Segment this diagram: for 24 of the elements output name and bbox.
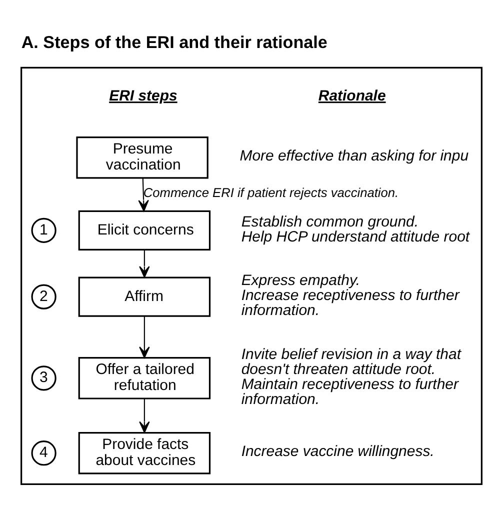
arrow <box>139 249 150 278</box>
diagram-title: A. Steps of the ERI and their rationale <box>21 32 328 52</box>
label: Rationale <box>318 87 386 104</box>
node-label: Establish common ground. <box>241 212 419 230</box>
node-circle: 2 <box>31 284 56 309</box>
node-box: Elicit concerns <box>78 210 211 250</box>
node-box: Provide facts about vaccines <box>78 431 211 474</box>
node-label: Express empathy. <box>241 272 360 289</box>
node-label: Maintain receptiveness to further information. <box>241 376 458 408</box>
node-circle: 3 <box>31 365 56 390</box>
node-box: Affirm <box>78 276 211 316</box>
node-circle: 4 <box>31 440 56 466</box>
arrow <box>138 177 149 212</box>
node-box: Presume vaccination <box>76 136 208 178</box>
arrow <box>139 398 150 433</box>
node-circle: 1 <box>31 217 56 242</box>
node-label: Invite belief revision in a way that doesn't threaten attitude root. <box>241 346 461 378</box>
edge-label: Commence ERI if patient rejects vaccination. <box>143 184 399 200</box>
node-box: Offer a tailored refutation <box>78 356 211 399</box>
cluster <box>20 66 482 484</box>
node-label: More effective than asking for inpu <box>240 147 469 164</box>
label: ERI steps <box>109 87 178 104</box>
node-label: Increase vaccine willingness. <box>241 442 434 460</box>
arrow <box>139 316 150 358</box>
